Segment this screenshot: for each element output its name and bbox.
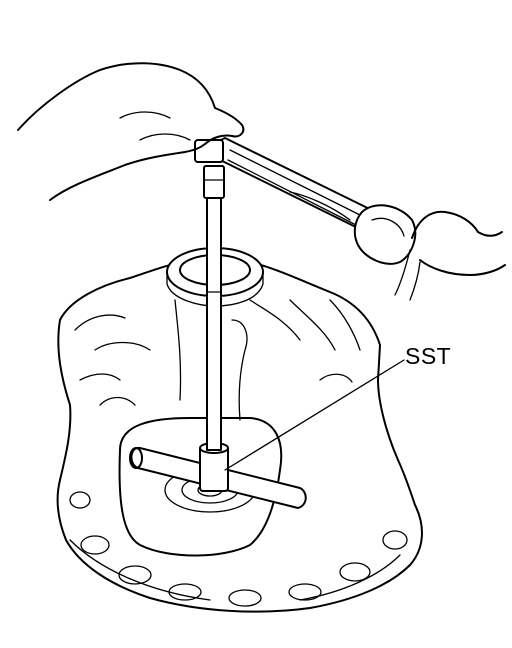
sst-callout-leader (224, 359, 405, 471)
left-hand (17, 62, 245, 201)
sst-callout-label: SST (405, 343, 452, 369)
right-hand (394, 210, 506, 301)
transmission-housing (57, 261, 399, 481)
extension-bar (203, 165, 225, 451)
torque-wrench (194, 137, 417, 265)
housing-flange (56, 459, 423, 613)
